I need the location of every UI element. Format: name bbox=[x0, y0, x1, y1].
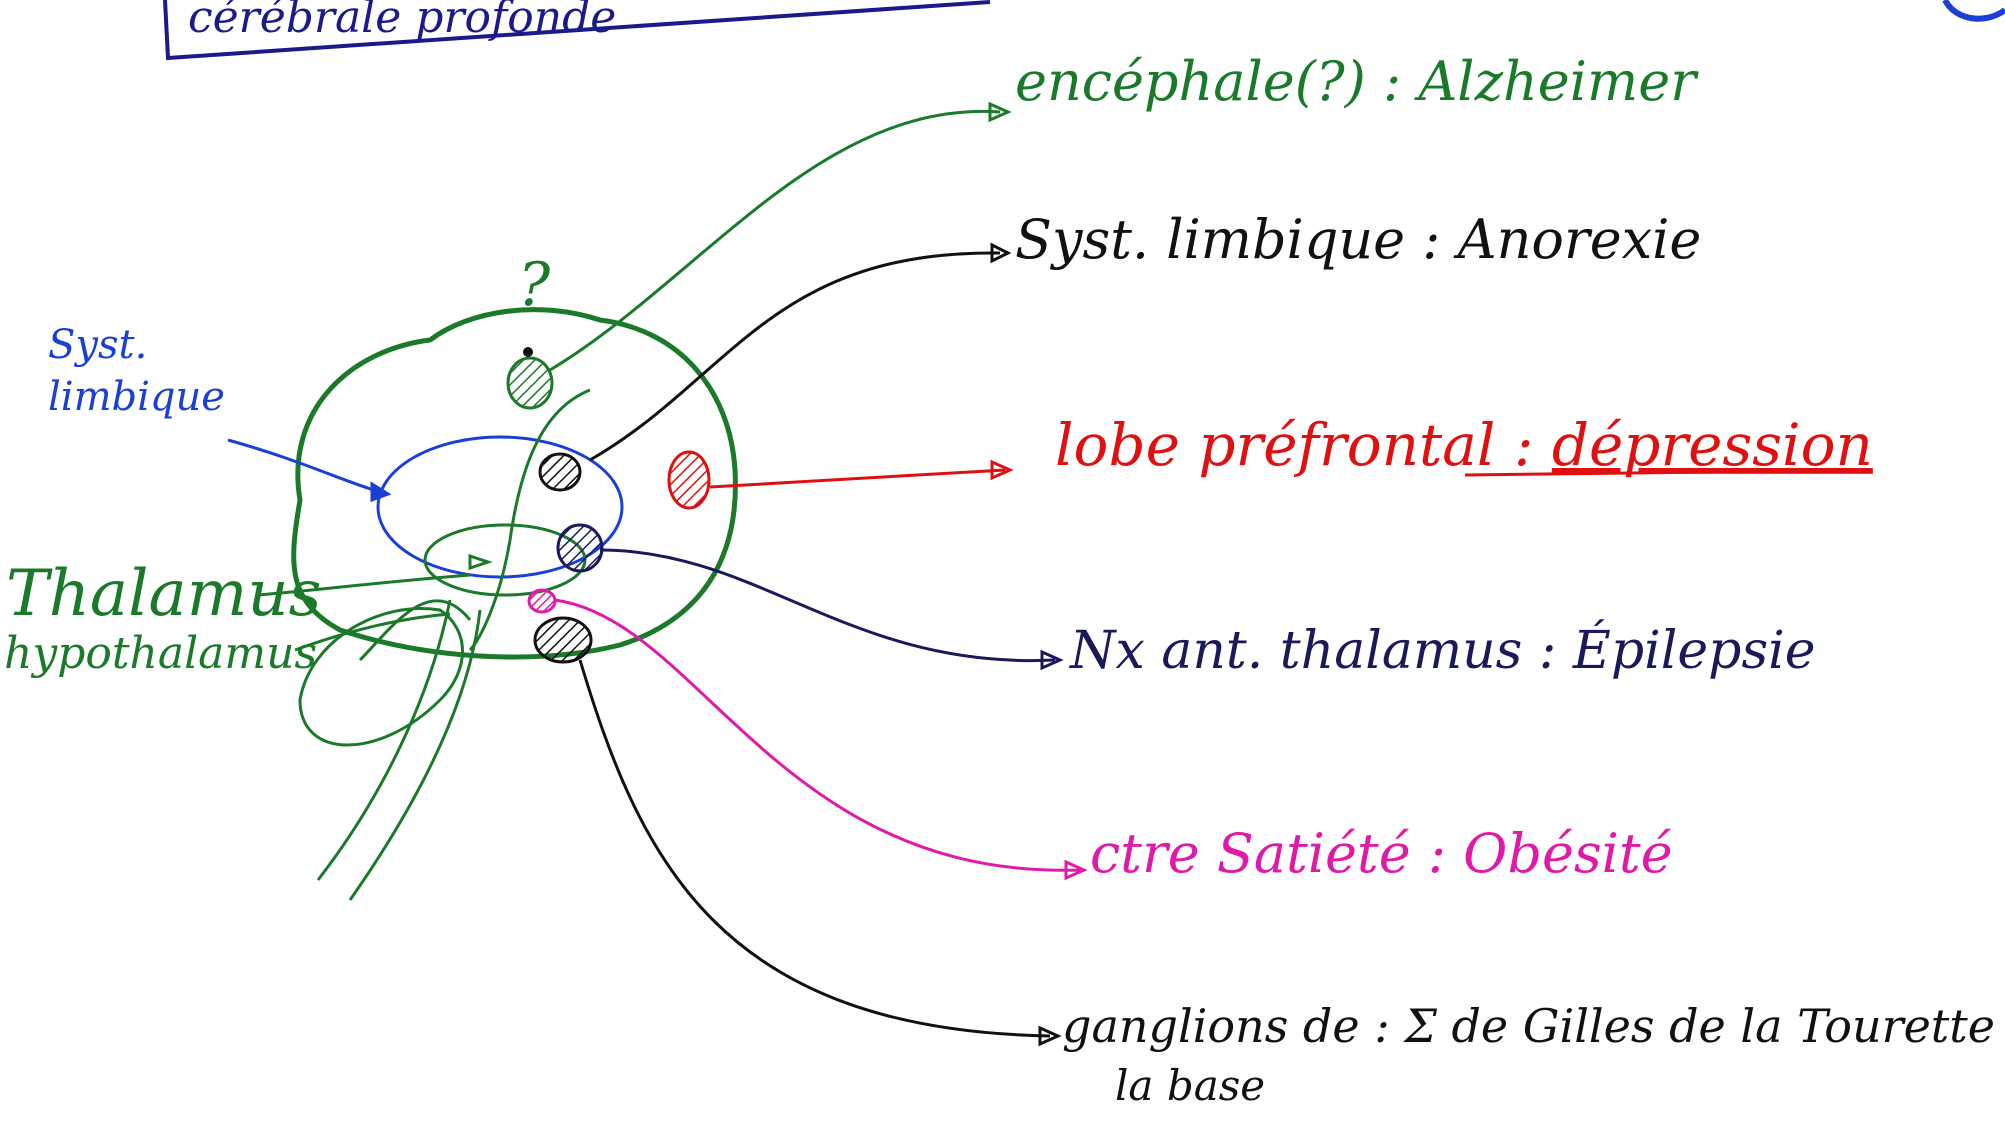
depression-underline bbox=[1464, 470, 1711, 477]
brain-outline bbox=[291, 307, 738, 660]
header-title: cérébrale profonde bbox=[188, 0, 616, 43]
header-box: cérébrale profonde bbox=[163, 0, 991, 61]
connector-satiete bbox=[554, 598, 1081, 872]
limbic-label-line2: limbique bbox=[48, 374, 225, 420]
connector-hypothalamus-label bbox=[294, 612, 451, 652]
limbic-system-outline bbox=[376, 435, 624, 579]
label-ganglions: ganglions de : Σ de Gilles de la Tourett… bbox=[1062, 999, 1995, 1053]
connector-limbique bbox=[589, 251, 1001, 462]
cerebellum-loop bbox=[298, 607, 464, 747]
label-thalamus: Nx ant. thalamus : Épilepsie bbox=[1068, 619, 1816, 681]
connector-encephale bbox=[549, 109, 1001, 372]
thalamus-arrow bbox=[468, 553, 493, 571]
connectors bbox=[227, 109, 1081, 1038]
basal-ganglia-nucleus bbox=[533, 616, 593, 664]
inner-curve bbox=[468, 388, 591, 652]
thalamus-label: Thalamus bbox=[6, 557, 321, 631]
limbic-label-line1: Syst. bbox=[48, 322, 147, 368]
limbic-nucleus bbox=[538, 452, 582, 492]
connector-prefrontal bbox=[709, 468, 1006, 489]
label-prefrontal-disease: dépression bbox=[1552, 411, 1873, 479]
connector-ganglions bbox=[578, 659, 1051, 1038]
encephale-dot bbox=[523, 347, 533, 357]
corner-mark bbox=[1942, 0, 2005, 22]
arrowheads bbox=[370, 101, 1088, 1047]
encephale-nucleus bbox=[506, 356, 554, 410]
label-ganglions-line2: la base bbox=[1115, 1061, 1265, 1110]
connector-thalamus bbox=[599, 548, 1056, 663]
label-prefrontal: lobe préfrontal : dépression bbox=[1055, 411, 1873, 479]
label-prefrontal-region: lobe préfrontal : bbox=[1055, 411, 1552, 479]
thalamus-nucleus bbox=[556, 523, 604, 573]
satiety-nucleus bbox=[527, 588, 557, 614]
connector-blue-arrow bbox=[227, 438, 381, 494]
question-mark: ? bbox=[518, 250, 551, 320]
prefrontal-nucleus bbox=[667, 450, 711, 510]
hypothalamus-label: hypothalamus bbox=[4, 628, 317, 679]
label-encephale: encéphale(?) : Alzheimer bbox=[1015, 50, 1699, 113]
label-limbique: Syst. limbique : Anorexie bbox=[1015, 208, 1701, 271]
label-satiete: ctre Satiété : Obésité bbox=[1090, 822, 1673, 885]
connector-thalamus-label bbox=[257, 573, 471, 597]
